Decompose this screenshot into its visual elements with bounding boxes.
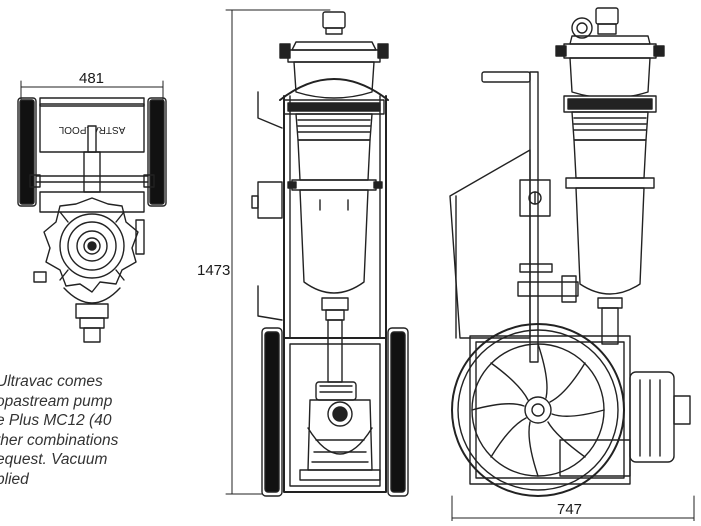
pump-lid [315, 381, 357, 401]
caption-line: e Plus MC12 (40 [0, 412, 112, 429]
dimension-width-top: 481 [79, 70, 105, 87]
top-view: ASTRALPOOL [17, 80, 167, 343]
front-right-wheel [387, 327, 409, 497]
filter-lid [43, 197, 139, 293]
dimension-width-side: 747 [557, 501, 583, 518]
left-wheel [17, 97, 37, 207]
dimension-height: 1473 [197, 262, 231, 279]
side-view [449, 7, 695, 522]
caption-line: Ultravac comes [0, 373, 103, 390]
front-view [225, 9, 409, 497]
caption-text: Ultravac comes opastream pump e Plus MC1… [0, 372, 206, 489]
side-wheel [451, 323, 625, 497]
caption-line: opastream pump [0, 392, 113, 410]
front-left-wheel [261, 327, 283, 497]
caption-line: ther combinations [0, 431, 119, 449]
right-wheel [147, 97, 167, 207]
caption-line: plied [0, 470, 29, 488]
caption-line: equest. Vacuum [0, 451, 108, 468]
